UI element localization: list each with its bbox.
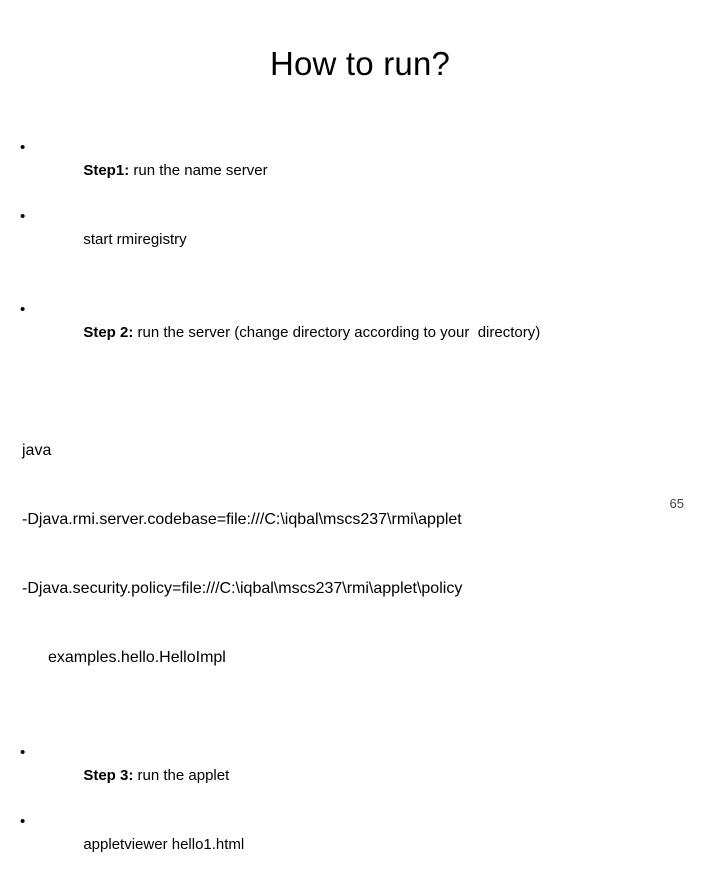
page-number: 65: [669, 496, 684, 511]
step2-text: run the server (change directory accordi…: [133, 324, 541, 341]
step1-label: Step1:: [83, 162, 130, 179]
list-item-step2: • Step 2: run the server (change director…: [14, 298, 706, 367]
code-line-3: -Djava.security.policy=file:///C:\iqbal\…: [22, 580, 463, 597]
bullet-group-step2: • Step 2: run the server (change director…: [14, 298, 706, 367]
step1-text: run the name server: [129, 162, 268, 179]
list-item-step3-command: • appletviewer hello1.html: [14, 810, 706, 879]
step3-label: Step 3:: [83, 767, 134, 784]
step3-text: run the applet: [133, 767, 230, 784]
list-item-step1: • Step1: run the name server: [14, 136, 706, 205]
code-line-1: java: [22, 442, 52, 459]
list-item-step1-command: • start rmiregistry: [14, 205, 706, 274]
list-item-step3: • Step 3: run the applet: [14, 741, 706, 810]
step3-command-text: appletviewer hello1.html: [83, 836, 245, 853]
bullet-dot-icon: •: [20, 744, 26, 761]
slide: How to run? •Step1: run the name server …: [20, 45, 684, 853]
spacer: [14, 715, 706, 741]
spacer: [14, 367, 706, 393]
step1-command-text: start rmiregistry: [83, 231, 187, 248]
slide-body: • Step1: run the name server • start rmire…: [14, 136, 706, 879]
code-block: java -Djava.rmi.server.codebase=file:///…: [14, 393, 706, 715]
bullet-dot-icon: •: [20, 139, 26, 156]
bullet-group-step3: • Step 3: run the applet • appletviewer he…: [14, 741, 706, 879]
bullet-dot-icon: •: [20, 301, 26, 318]
bullet-dot-icon: •: [20, 813, 26, 830]
spacer: [14, 274, 706, 298]
code-line-4: examples.hello.HelloImpl: [48, 649, 226, 666]
step2-label: Step 2:: [83, 324, 134, 341]
bullet-group-step1: • Step1: run the name server • start rmire…: [14, 136, 706, 274]
bullet-dot-icon: •: [20, 208, 26, 225]
code-line-2: -Djava.rmi.server.codebase=file:///C:\iq…: [22, 511, 462, 528]
page-title: How to run?: [269, 45, 451, 82]
